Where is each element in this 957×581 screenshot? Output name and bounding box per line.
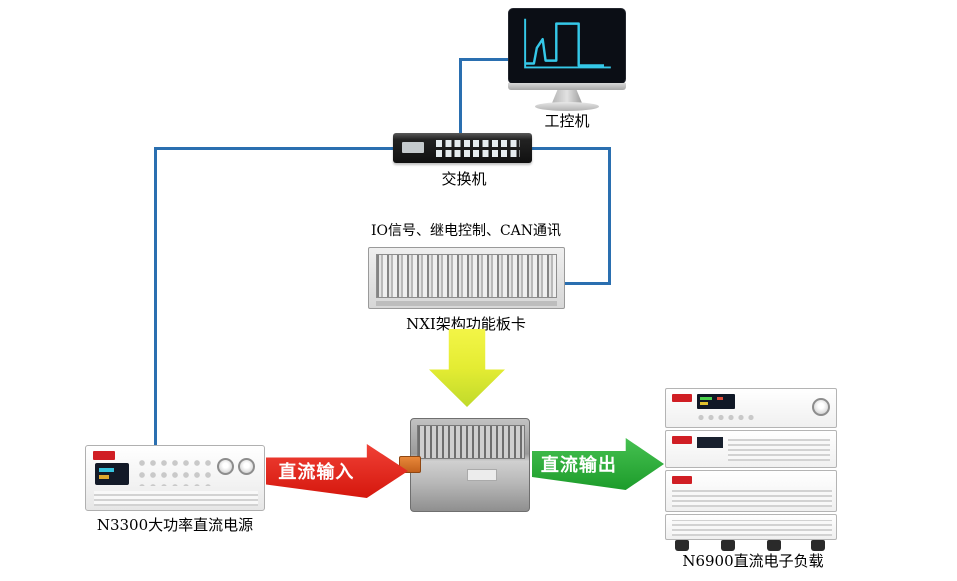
- cable-switch-to-supply-vertical: [154, 147, 157, 448]
- switch-brand-plate: [402, 142, 424, 153]
- load-vent-grille: [672, 520, 832, 536]
- supply-display: [95, 463, 129, 485]
- load-unit: [665, 470, 837, 512]
- nxi-chassis-label: NXI架构功能板卡: [406, 315, 526, 333]
- nxi-io-caption: IO信号、继电控制、CAN通讯: [370, 223, 562, 239]
- device-under-test: [410, 418, 530, 512]
- load-rotary-knob: [812, 398, 830, 416]
- load-unit: [665, 388, 837, 428]
- cable-nxi-elbow-horizontal: [565, 282, 611, 285]
- dut-heatsink-fins: [417, 425, 525, 459]
- dc-input-arrow: 直流输入: [266, 444, 408, 498]
- network-switch-label: 交换机: [441, 170, 487, 188]
- monitor-stand-base: [535, 102, 599, 111]
- load-brand-badge: [672, 394, 692, 402]
- dc-power-supply-label: N3300大功率直流电源: [96, 516, 254, 534]
- cable-pc-to-switch-horizontal: [459, 58, 511, 61]
- supply-vent-grille: [94, 491, 258, 506]
- nxi-chassis: [368, 247, 565, 309]
- dc-electronic-load: [665, 388, 837, 552]
- dc-output-label: 直流输出: [540, 455, 617, 476]
- load-caster-wheel: [721, 540, 735, 551]
- load-caster-wheel: [767, 540, 781, 551]
- monitor-chin: [508, 83, 626, 90]
- load-keypad: [697, 413, 755, 422]
- load-brand-badge: [672, 436, 692, 444]
- display-pixel: [99, 468, 114, 472]
- dc-output-arrow: 直流输出: [532, 438, 664, 490]
- dc-power-supply: [85, 445, 265, 511]
- display-pixel: [700, 397, 712, 400]
- waveform-chart: [524, 18, 611, 69]
- display-pixel: [700, 402, 708, 405]
- monitor-stand-neck: [552, 90, 582, 103]
- nxi-bottom-rail: [376, 301, 557, 306]
- supply-output-terminal: [238, 458, 255, 475]
- load-brand-badge: [672, 476, 692, 484]
- dc-electronic-load-label: N6900直流电子负载: [682, 552, 824, 570]
- load-caster-wheel: [811, 540, 825, 551]
- supply-brand-badge: [93, 451, 115, 460]
- cable-switch-to-nxi-vertical: [608, 147, 611, 285]
- load-unit: [665, 514, 837, 540]
- switch-port-row: [436, 140, 520, 147]
- display-pixel: [99, 475, 109, 479]
- cable-switch-to-supply-horizontal: [154, 147, 395, 150]
- load-vent-grille: [672, 487, 832, 507]
- down-arrow: [429, 329, 505, 407]
- waveform-trace: [525, 22, 604, 67]
- supply-output-terminal: [217, 458, 234, 475]
- display-pixel: [717, 397, 723, 400]
- nxi-card-slots: [376, 254, 557, 298]
- load-unit: [665, 430, 837, 468]
- load-caster-wheel: [675, 540, 689, 551]
- cable-pc-to-switch-vertical: [459, 58, 462, 136]
- load-display-small: [697, 437, 723, 448]
- industrial-pc-label: 工控机: [544, 112, 590, 130]
- supply-keypad: [138, 459, 212, 486]
- cable-switch-to-nxi-horizontal: [530, 147, 611, 150]
- waveform-axes: [524, 18, 611, 69]
- load-vent-grille: [728, 439, 830, 461]
- dc-input-label: 直流输入: [278, 462, 355, 483]
- dut-nameplate: [467, 469, 497, 481]
- network-switch: [393, 133, 532, 163]
- load-display: [697, 394, 735, 409]
- switch-port-row: [436, 150, 520, 157]
- industrial-pc-monitor: [508, 8, 626, 84]
